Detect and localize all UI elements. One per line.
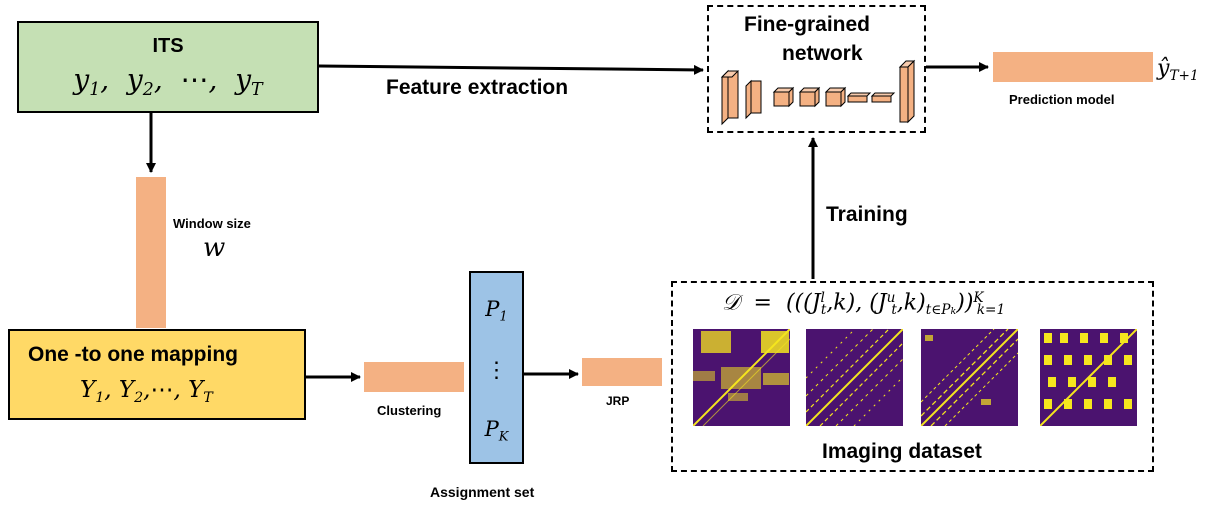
fine-grained-label-line2: network bbox=[782, 42, 863, 65]
clustering-label: Clustering bbox=[377, 403, 442, 418]
feature-extraction-arrow bbox=[318, 64, 704, 75]
imaging-dataset-box bbox=[671, 281, 1154, 472]
output-symbol: ŷT+1 bbox=[1157, 56, 1199, 84]
assignment-set-label: Assignment set bbox=[430, 484, 535, 500]
recurrence-plot-4-pattern bbox=[1040, 329, 1137, 426]
mapping-box: One -to one mapping Y1, Y2,⋯, YT bbox=[8, 329, 306, 420]
assignment-last: PK bbox=[484, 417, 509, 445]
recurrence-plot-4 bbox=[1040, 329, 1137, 426]
recurrence-plot-2-pattern bbox=[806, 329, 903, 426]
window-size-symbol: w bbox=[203, 233, 226, 263]
mapping-title: One -to one mapping bbox=[28, 343, 238, 366]
window-size-bar bbox=[136, 177, 166, 328]
recurrence-plot-3-pattern bbox=[921, 329, 1018, 426]
assignment-first: P1 bbox=[485, 297, 508, 325]
assignment-dots: ⋮ bbox=[485, 358, 508, 383]
jrp-bar bbox=[582, 358, 662, 386]
its-title: ITS bbox=[152, 35, 184, 57]
prediction-model-bar bbox=[993, 52, 1153, 82]
feature-extraction-label: Feature extraction bbox=[386, 76, 569, 99]
prediction-model-label: Prediction model bbox=[1009, 92, 1115, 107]
fine-grained-network-box bbox=[707, 5, 926, 133]
window-size-label: Window size bbox=[173, 216, 251, 231]
fine-grained-label-line1: Fine-grained bbox=[744, 13, 871, 36]
imaging-dataset-label: Imaging dataset bbox=[822, 440, 982, 463]
jrp-label: JRP bbox=[606, 394, 630, 408]
mapping-sequence: Y1, Y2,⋯, YT bbox=[80, 377, 213, 406]
its-sequence: y1, y2, ⋯, yT bbox=[73, 63, 263, 101]
clustering-bar bbox=[364, 362, 464, 392]
recurrence-plot-3 bbox=[921, 329, 1018, 426]
dataset-formula: 𝒟 = (((Jlt,k), (Jut,k)t∈Pk))Kk=1 bbox=[722, 290, 1006, 319]
its-box: ITS y1, y2, ⋯, yT bbox=[17, 21, 319, 113]
recurrence-plot-1-pattern bbox=[693, 329, 790, 426]
training-label: Training bbox=[826, 203, 908, 226]
assignment-set-box: P1 ⋮ PK bbox=[469, 271, 524, 464]
recurrence-plot-2 bbox=[806, 329, 903, 426]
recurrence-plot-1 bbox=[693, 329, 790, 426]
